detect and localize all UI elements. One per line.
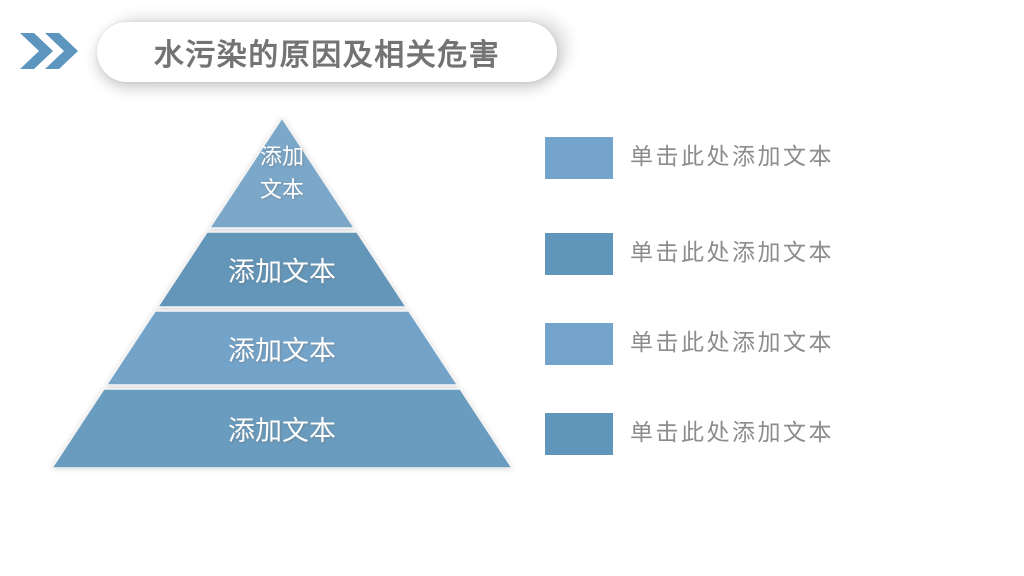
pyramid-level-1-shape[interactable] [208, 118, 356, 229]
page-title: 水污染的原因及相关危害 [153, 39, 501, 72]
chevron-1 [20, 33, 53, 69]
title-banner[interactable]: 水污染的原因及相关危害 [97, 22, 557, 82]
legend-swatch-4[interactable] [545, 413, 613, 455]
legend-label-3[interactable]: 单击此处添加文本 [630, 329, 834, 355]
legend-swatch-2[interactable] [545, 233, 613, 275]
legend-swatch-3[interactable] [545, 323, 613, 365]
pyramid-diagram: 添加文本 添加文本 添加文本 添加文本 [52, 118, 512, 468]
legend-label-2[interactable]: 单击此处添加文本 [630, 239, 834, 265]
pyramid-level-3-shape[interactable] [105, 310, 459, 386]
pyramid-level-4-shape[interactable] [52, 388, 512, 468]
legend-swatch-1[interactable] [545, 137, 613, 179]
legend-row: 单击此处添加文本 [545, 233, 834, 275]
double-chevron-right-icon [20, 33, 78, 69]
legend-label-4[interactable]: 单击此处添加文本 [630, 419, 834, 445]
legend-row: 单击此处添加文本 [545, 413, 834, 455]
legend-label-1[interactable]: 单击此处添加文本 [630, 143, 834, 169]
pyramid-level-2-shape[interactable] [157, 231, 407, 308]
legend-column: 单击此处添加文本 单击此处添加文本 单击此处添加文本 单击此处添加文本 [545, 137, 965, 467]
legend-row: 单击此处添加文本 [545, 323, 834, 365]
chevron-2 [45, 33, 78, 69]
legend-row: 单击此处添加文本 [545, 137, 834, 179]
